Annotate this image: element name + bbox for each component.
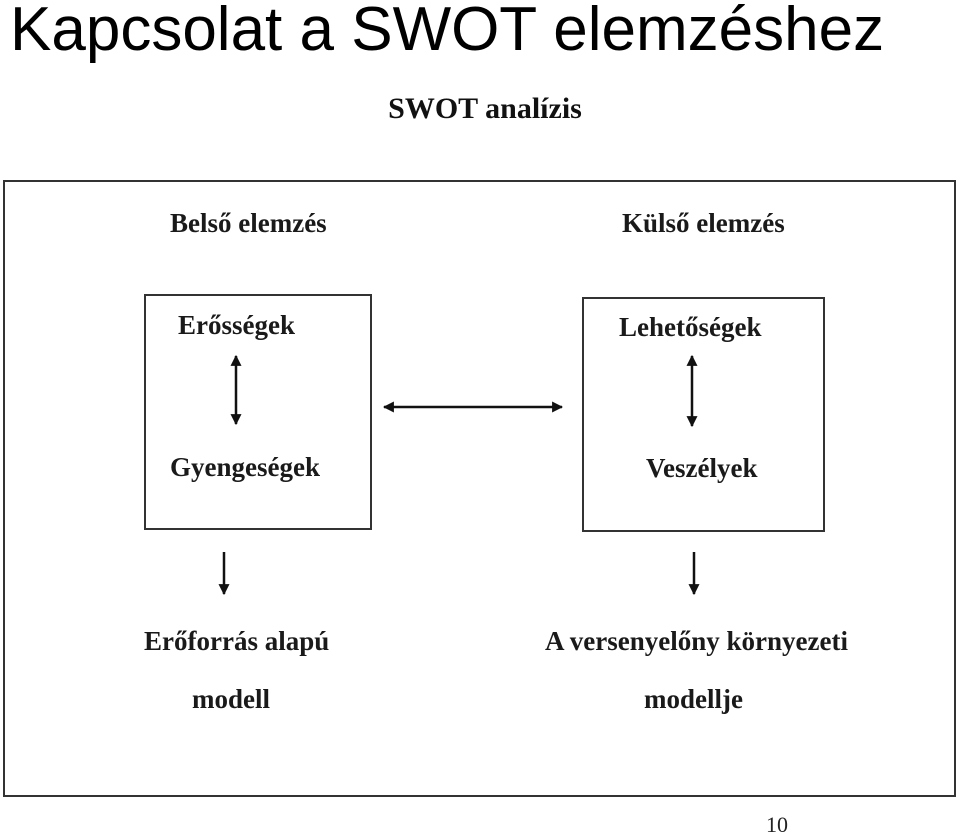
external-analysis-heading: Külső elemzés (622, 208, 785, 238)
strengths-label: Erősségek (178, 310, 295, 340)
competitive-advantage-model-line2: modellje (644, 684, 743, 714)
resource-based-model-line1: Erőforrás alapú (144, 626, 330, 656)
external-factors-box (582, 297, 825, 532)
diagram-title: SWOT analízis (388, 92, 582, 125)
slide-title: Kapcsolat a SWOT elemzéshez (10, 0, 885, 64)
threats-label: Veszélyek (646, 453, 758, 483)
diagram-frame (3, 180, 956, 797)
competitive-advantage-model-line1: A versenyelőny környezeti (545, 626, 848, 656)
opportunities-label: Lehetőségek (619, 312, 762, 342)
weaknesses-label: Gyengeségek (170, 452, 320, 482)
resource-based-model-line2: modell (192, 684, 270, 714)
internal-analysis-heading: Belső elemzés (170, 208, 327, 238)
page-number: 10 (766, 812, 788, 837)
internal-factors-box (144, 294, 372, 530)
